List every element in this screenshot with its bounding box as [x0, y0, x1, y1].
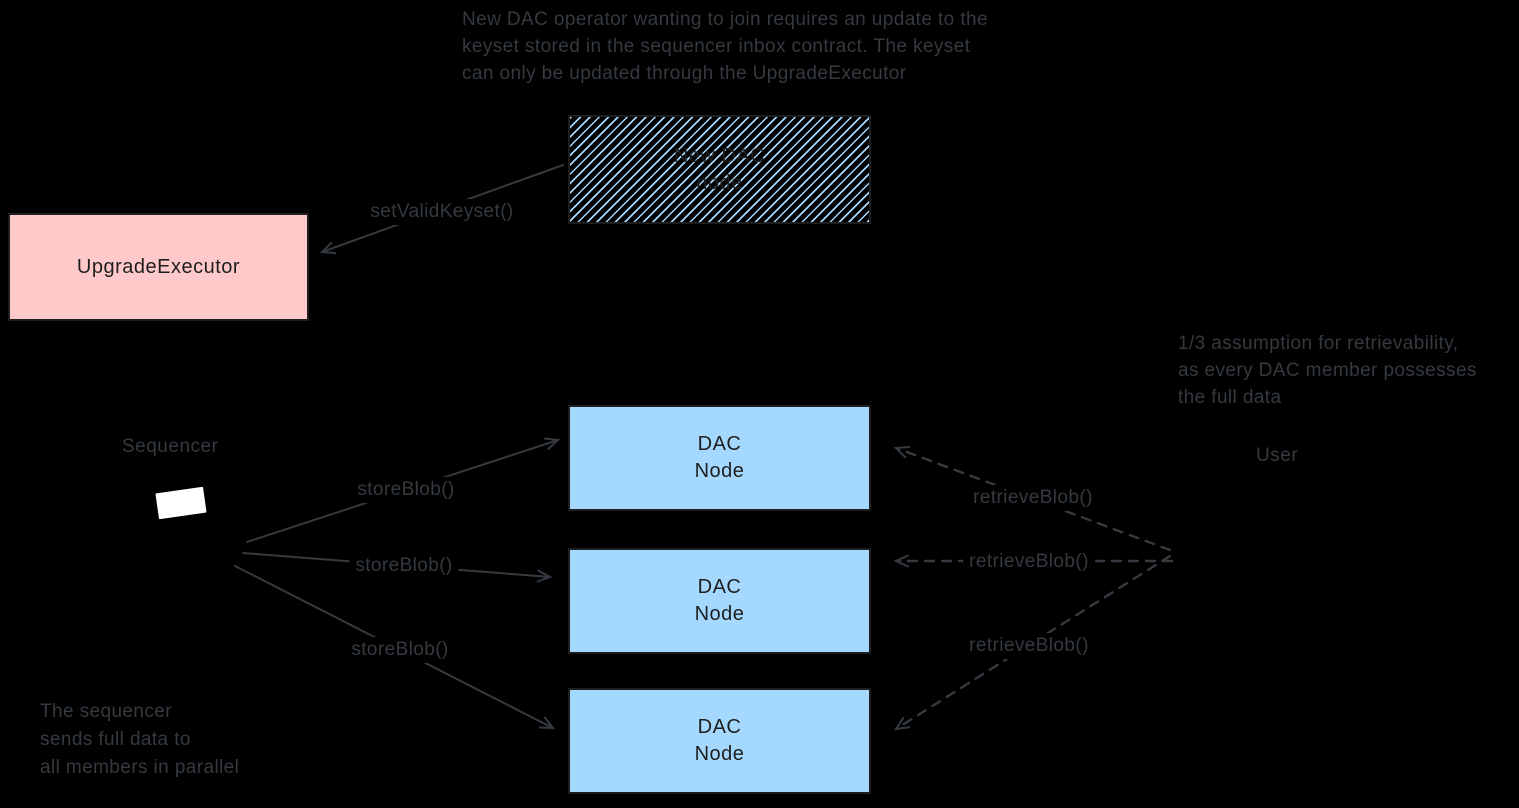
note-keyset-update: New DAC operator wanting to join require… — [462, 9, 988, 84]
dac-node-box-1: DAC Node — [568, 405, 871, 511]
user-label: User — [1256, 445, 1299, 466]
note-retrievability-assumption: 1/3 assumption for retrievability, as ev… — [1178, 333, 1477, 408]
store-blob-label-2: storeBlob() — [349, 553, 459, 579]
store-blob-label-1: storeBlob() — [351, 477, 461, 503]
retrieve-blob-label-1: retrieveBlob() — [967, 485, 1099, 511]
note-sequencer-parallel: The sequencer sends full data to all mem… — [40, 701, 240, 778]
upgrade-executor-box: UpgradeExecutor — [8, 213, 309, 321]
dac-node-label: DAC Node — [694, 576, 745, 625]
dac-node-box-2: DAC Node — [568, 548, 871, 654]
store-blob-label-3: storeBlob() — [345, 637, 455, 663]
new-dac-node-box: New DAC node — [568, 115, 871, 224]
retrieve-blob-label-3: retrieveBlob() — [963, 633, 1095, 659]
dac-node-box-3: DAC Node — [568, 688, 871, 794]
set-valid-keyset-label: setValidKeyset() — [364, 199, 520, 225]
dac-node-label: DAC Node — [694, 433, 745, 482]
upgrade-executor-label: UpgradeExecutor — [76, 255, 241, 278]
dac-node-label: DAC Node — [694, 716, 745, 765]
sequencer-label: Sequencer — [122, 436, 219, 457]
new-dac-node-label: New DAC node — [673, 144, 766, 194]
retrieve-blob-label-2: retrieveBlob() — [963, 549, 1095, 575]
laptop-screen-icon — [155, 486, 207, 520]
